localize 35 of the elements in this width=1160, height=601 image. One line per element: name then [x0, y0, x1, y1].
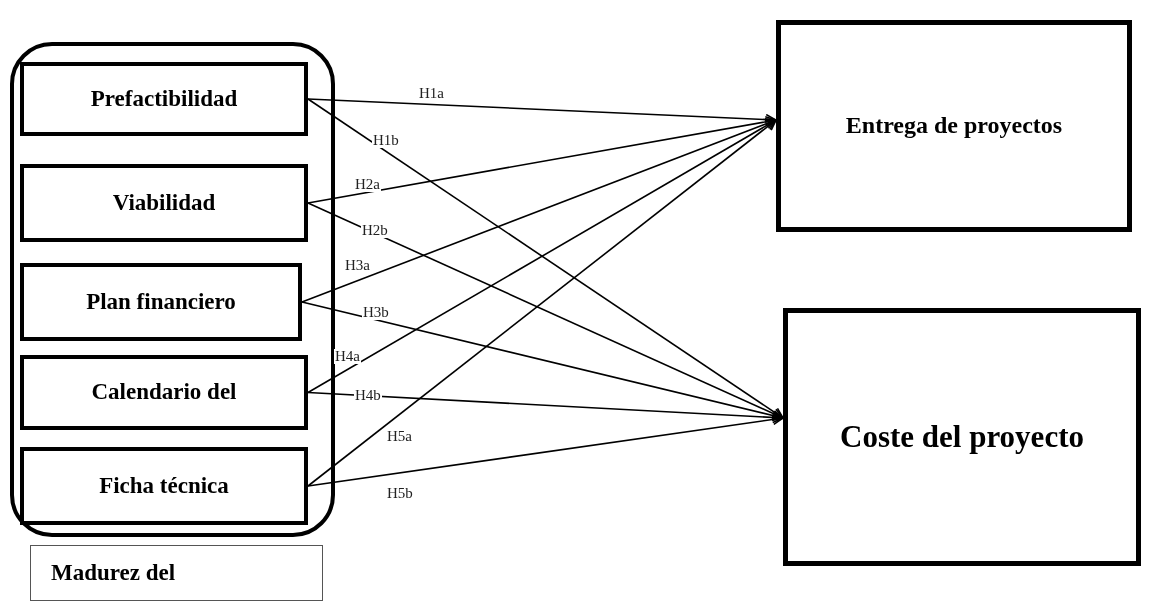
arrow	[307, 391, 784, 424]
factor-box	[20, 355, 308, 430]
arrow	[307, 202, 784, 420]
arrow	[307, 98, 784, 419]
arrow	[307, 98, 777, 126]
edge-label: H2b	[361, 223, 389, 238]
edge-label: H5b	[386, 486, 414, 501]
arrow	[307, 119, 777, 394]
arrow	[307, 119, 777, 487]
edge-label: H1a	[418, 86, 445, 101]
outcome-box	[783, 308, 1141, 566]
node-text: Plan financiero	[86, 288, 236, 316]
edge-label: H4b	[354, 388, 382, 403]
edge-label: H1b	[372, 133, 400, 148]
edge-label: H3b	[362, 305, 390, 320]
edge-label: H2a	[354, 177, 381, 192]
caption-box	[30, 545, 323, 601]
group-frame	[10, 42, 335, 537]
node-text: Ficha técnica	[99, 472, 229, 500]
node-text: Madurez del	[51, 559, 176, 587]
factor-box	[20, 164, 308, 242]
node-text: Viabilidad	[112, 189, 216, 217]
outcome-box	[776, 20, 1132, 232]
factor-box	[20, 447, 308, 525]
node-text: Prefactibilidad	[90, 85, 238, 113]
edge-label: H5a	[386, 429, 413, 444]
node-text: Calendario del	[91, 379, 237, 406]
node-text: Entrega de proyectos	[845, 112, 1063, 140]
factor-box	[20, 62, 308, 136]
arrow	[307, 116, 777, 204]
arrow	[307, 413, 784, 487]
edge-label: H3a	[344, 258, 371, 273]
edge-label: H4a	[334, 349, 361, 364]
node-text: Coste del proyecto	[840, 419, 1084, 455]
factor-box	[20, 263, 302, 341]
